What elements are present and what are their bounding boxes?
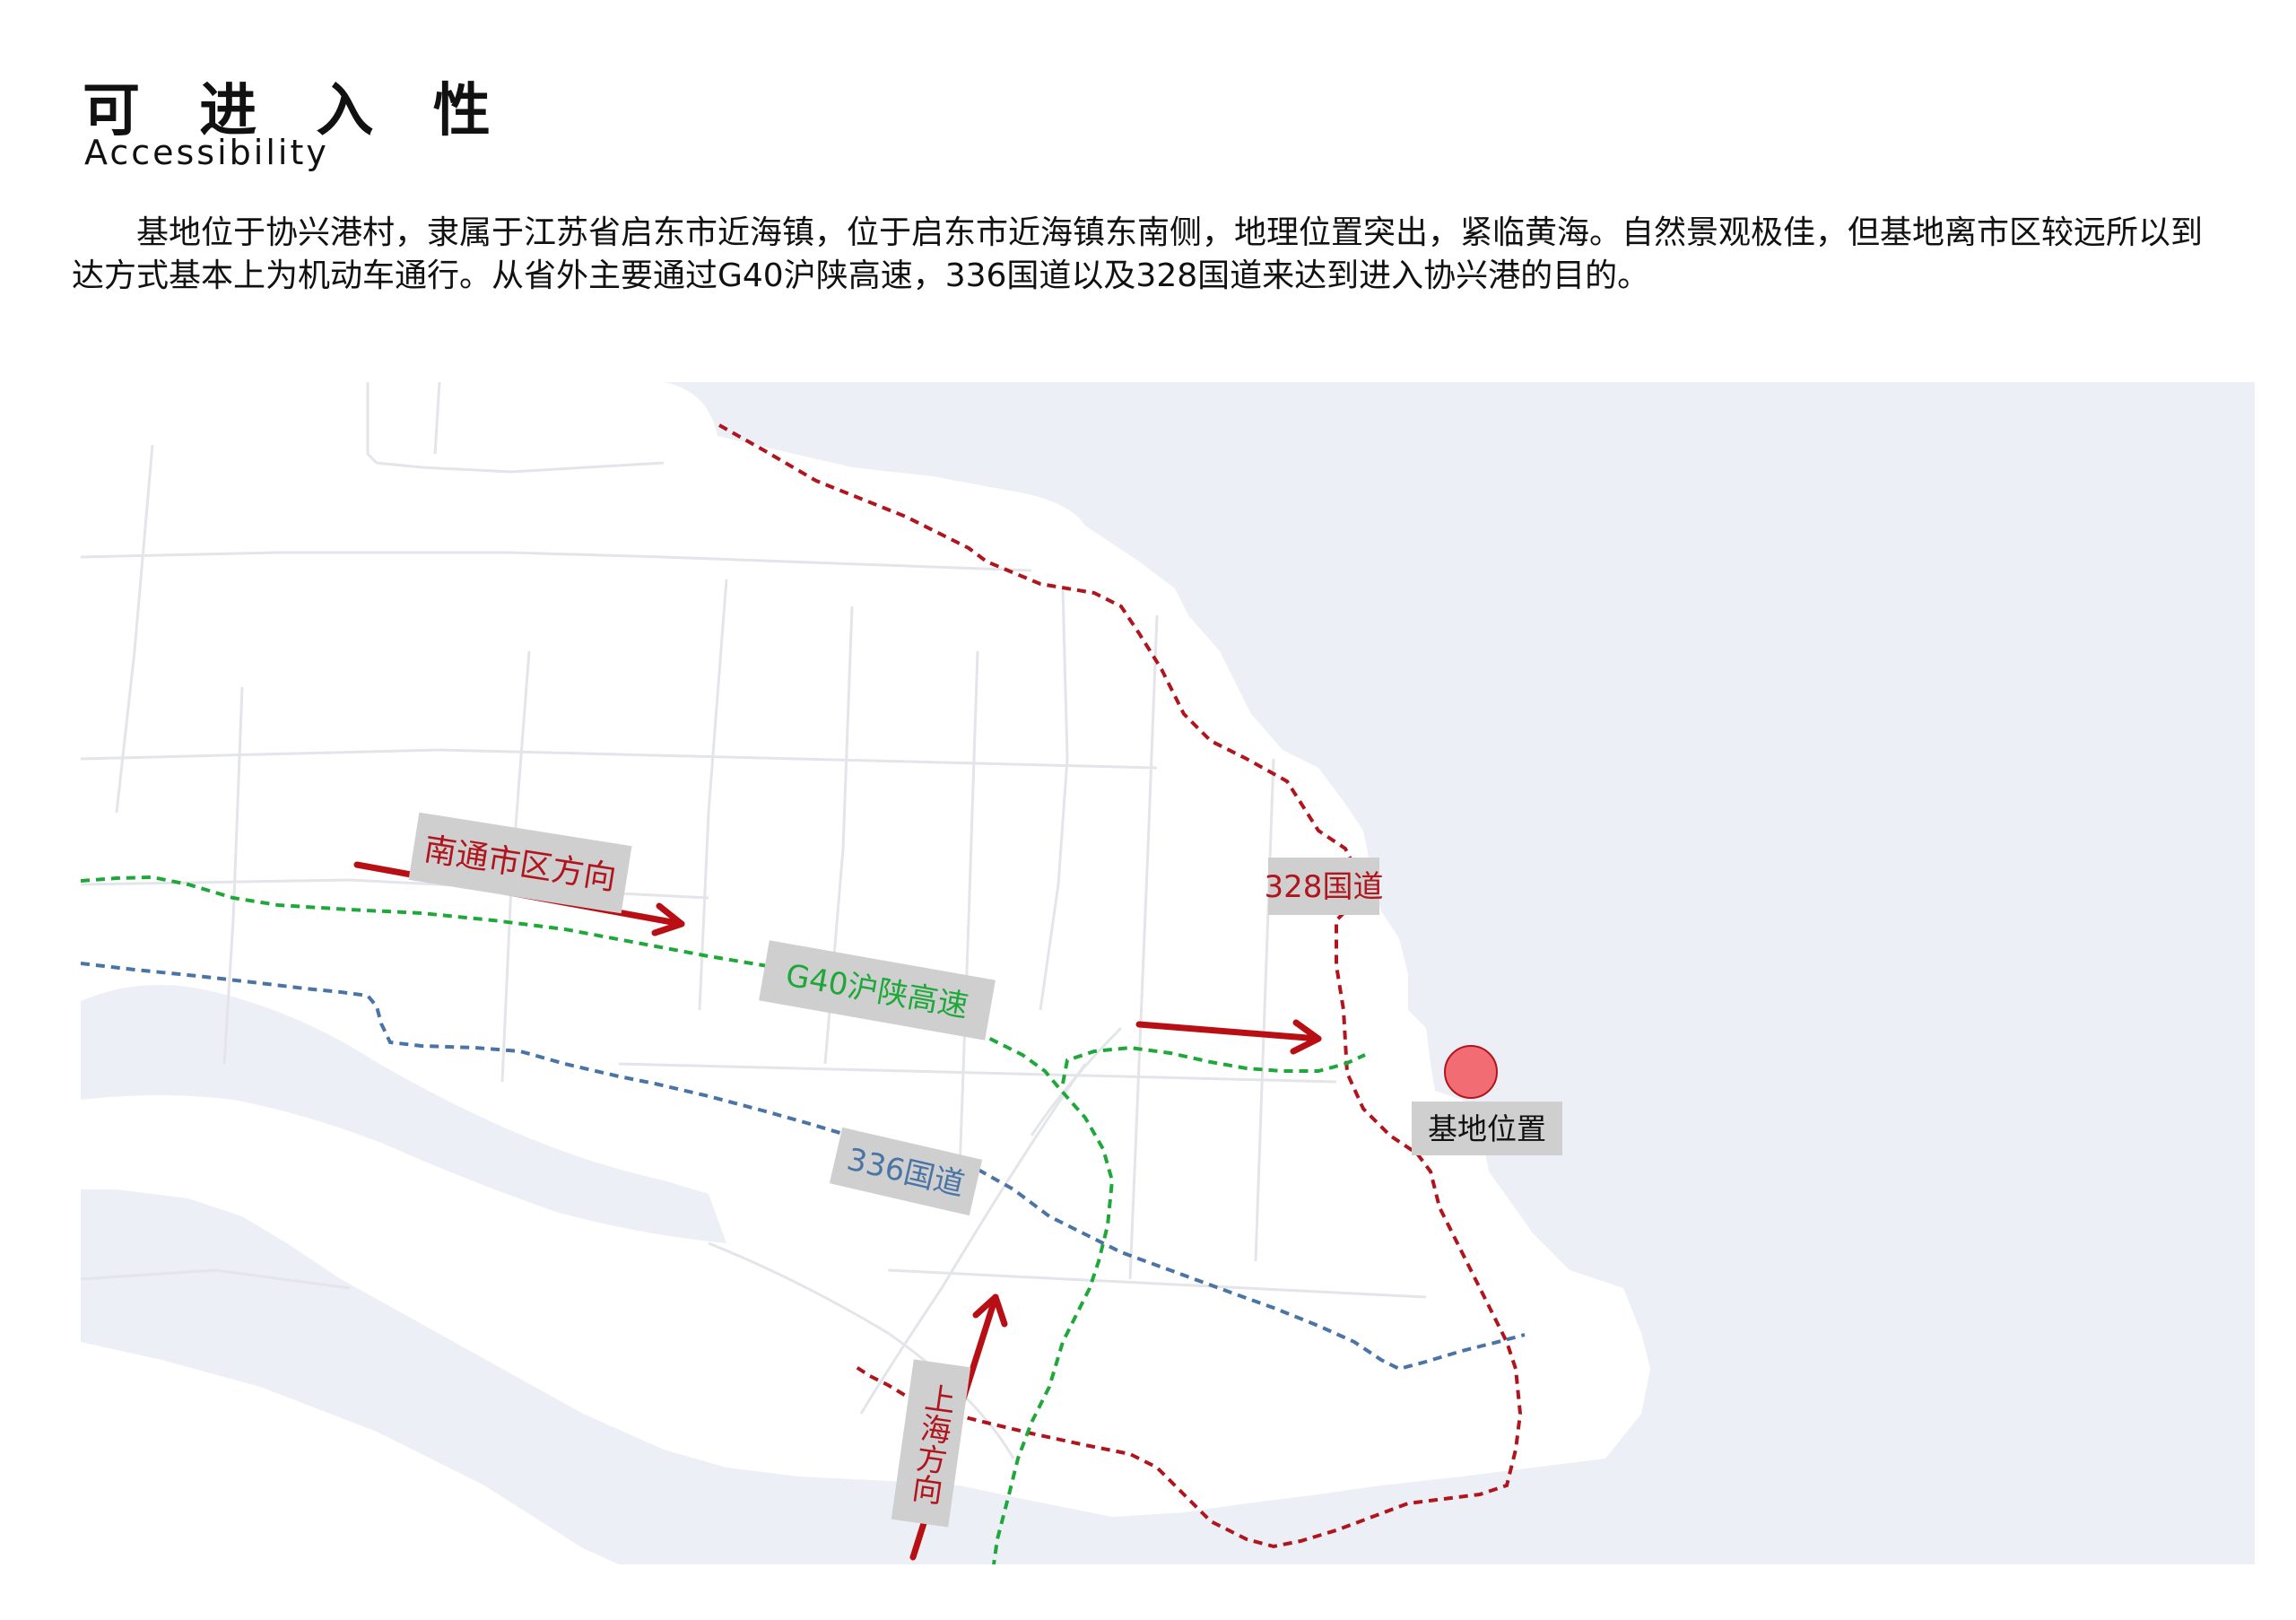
map-canvas: 南通市区方向 G40沪陕高速 328国道 336国道 基地位置 上海方向 [81,382,2255,1564]
label-336: 336国道 [829,1127,983,1216]
page-subtitle: Accessibility [84,133,329,172]
river [81,985,726,1243]
label-site: 基地位置 [1412,1102,1562,1155]
road-336 [81,962,1526,1372]
arrow-g40-east [1135,1021,1322,1042]
land-area-south [81,1342,619,1564]
label-328: 328国道 [1265,858,1384,915]
label-site-text: 基地位置 [1428,1111,1546,1146]
arrowhead-nantong [651,902,685,936]
arrowhead-g40-east [1290,1019,1322,1055]
label-nantong: 南通市区方向 [408,812,632,914]
road-g40-branch [1061,1045,1366,1084]
site-marker [1444,1045,1498,1099]
intro-paragraph: 基地位于协兴港村，隶属于江苏省启东市近海镇，位于启东市近海镇东南侧，地理位置突出… [72,214,2204,294]
label-328-text: 328国道 [1265,869,1384,905]
local-roads [81,382,1427,1459]
map: 南通市区方向 G40沪陕高速 328国道 336国道 基地位置 上海方向 [81,382,2255,1564]
label-shanghai: 上海方向 [891,1359,971,1528]
arrowhead-shanghai [972,1293,1008,1328]
page-title: 可 进 入 性 [83,78,510,144]
road-328 [718,423,1523,1549]
